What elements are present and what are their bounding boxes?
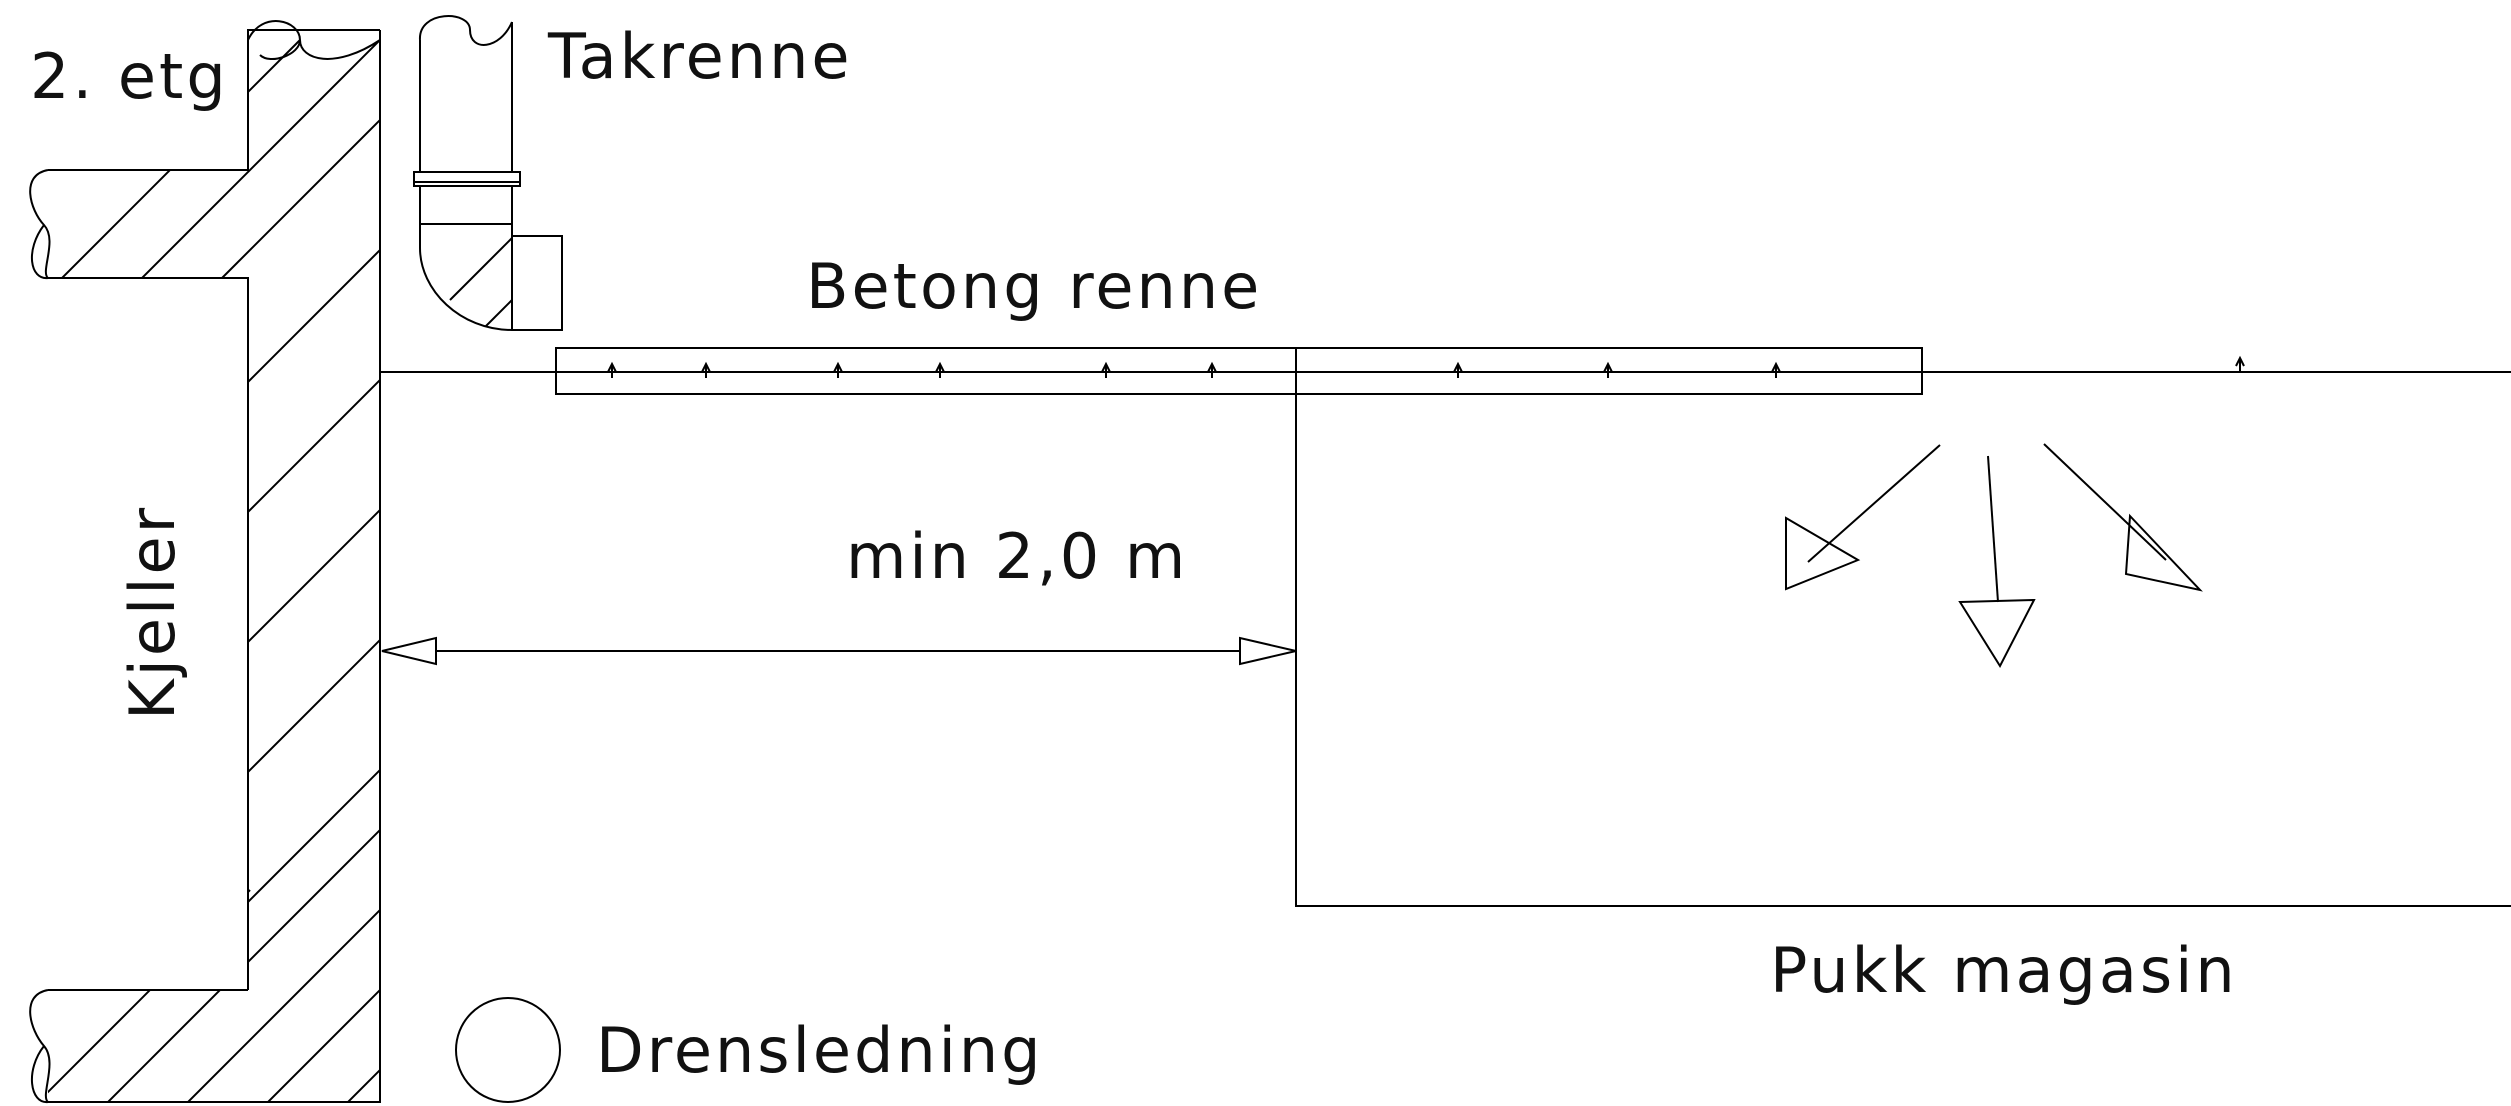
infiltration-arrows — [1785, 443, 2203, 669]
downpipe-coupling — [413, 171, 521, 187]
infiltration-arrow-left — [1785, 444, 1941, 591]
channel-outline — [555, 347, 1923, 395]
storage-label: Pukk magasin — [1770, 934, 2238, 1007]
downpipe-socket — [419, 185, 513, 225]
dimension-arrowhead-right — [1239, 636, 1297, 666]
distance-dimension — [381, 636, 1297, 666]
drain-label: Drensledning — [596, 1014, 1044, 1087]
concrete-channel — [380, 347, 2511, 395]
channel-label: Betong renne — [806, 250, 1262, 323]
basement-label: Kjeller — [116, 505, 189, 720]
wall-outline — [48, 29, 381, 1103]
slab-break-lower — [29, 989, 51, 1104]
drain-pipe-circle — [455, 997, 561, 1103]
infiltration-arrow-down — [1958, 455, 2036, 669]
building-wall-section — [29, 20, 381, 1104]
slab-break-upper — [29, 169, 51, 280]
downpipe-label: Takrenne — [547, 20, 853, 93]
wall-hatching — [48, 30, 380, 1102]
floor-label: 2. etg — [30, 40, 229, 113]
downpipe-break — [418, 15, 513, 46]
gravel-storage-outline — [1295, 394, 2511, 907]
downpipe-elbow — [419, 224, 563, 331]
wall-break-top — [247, 20, 381, 60]
dimension-arrowhead-left — [381, 636, 437, 666]
infiltration-arrow-right — [2043, 443, 2203, 592]
grass-tufts — [607, 355, 2245, 378]
distance-label: min 2,0 m — [846, 520, 1188, 593]
downpipe — [413, 15, 563, 331]
